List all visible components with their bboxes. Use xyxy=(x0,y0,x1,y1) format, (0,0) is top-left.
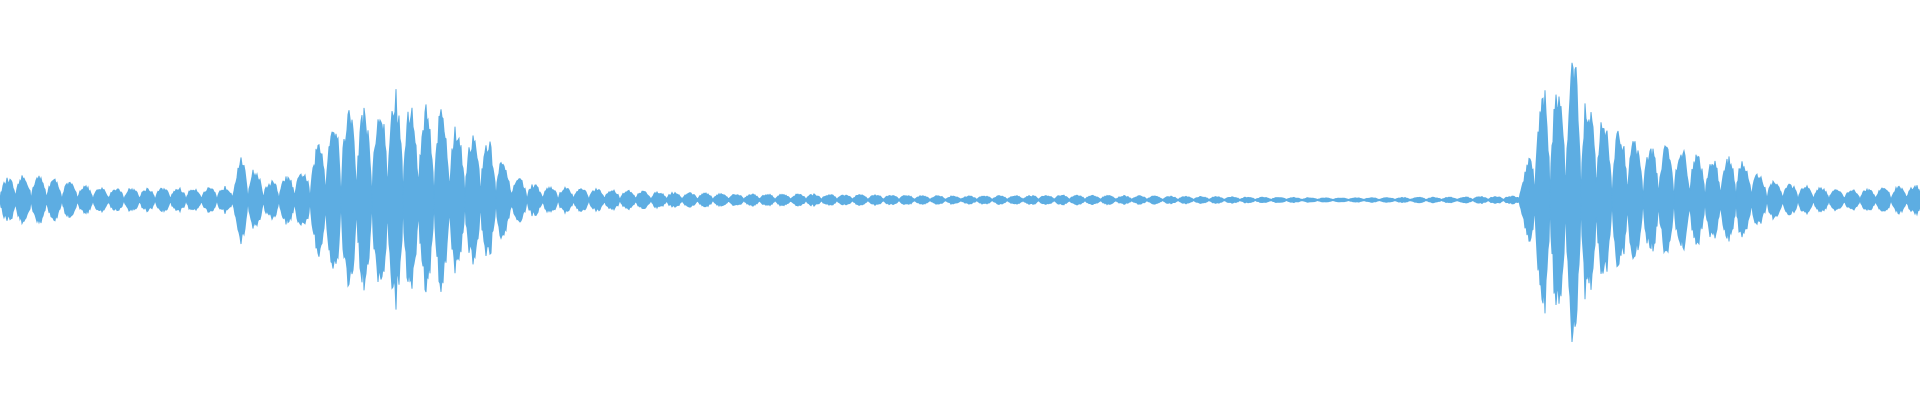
waveform-path xyxy=(0,62,1920,343)
